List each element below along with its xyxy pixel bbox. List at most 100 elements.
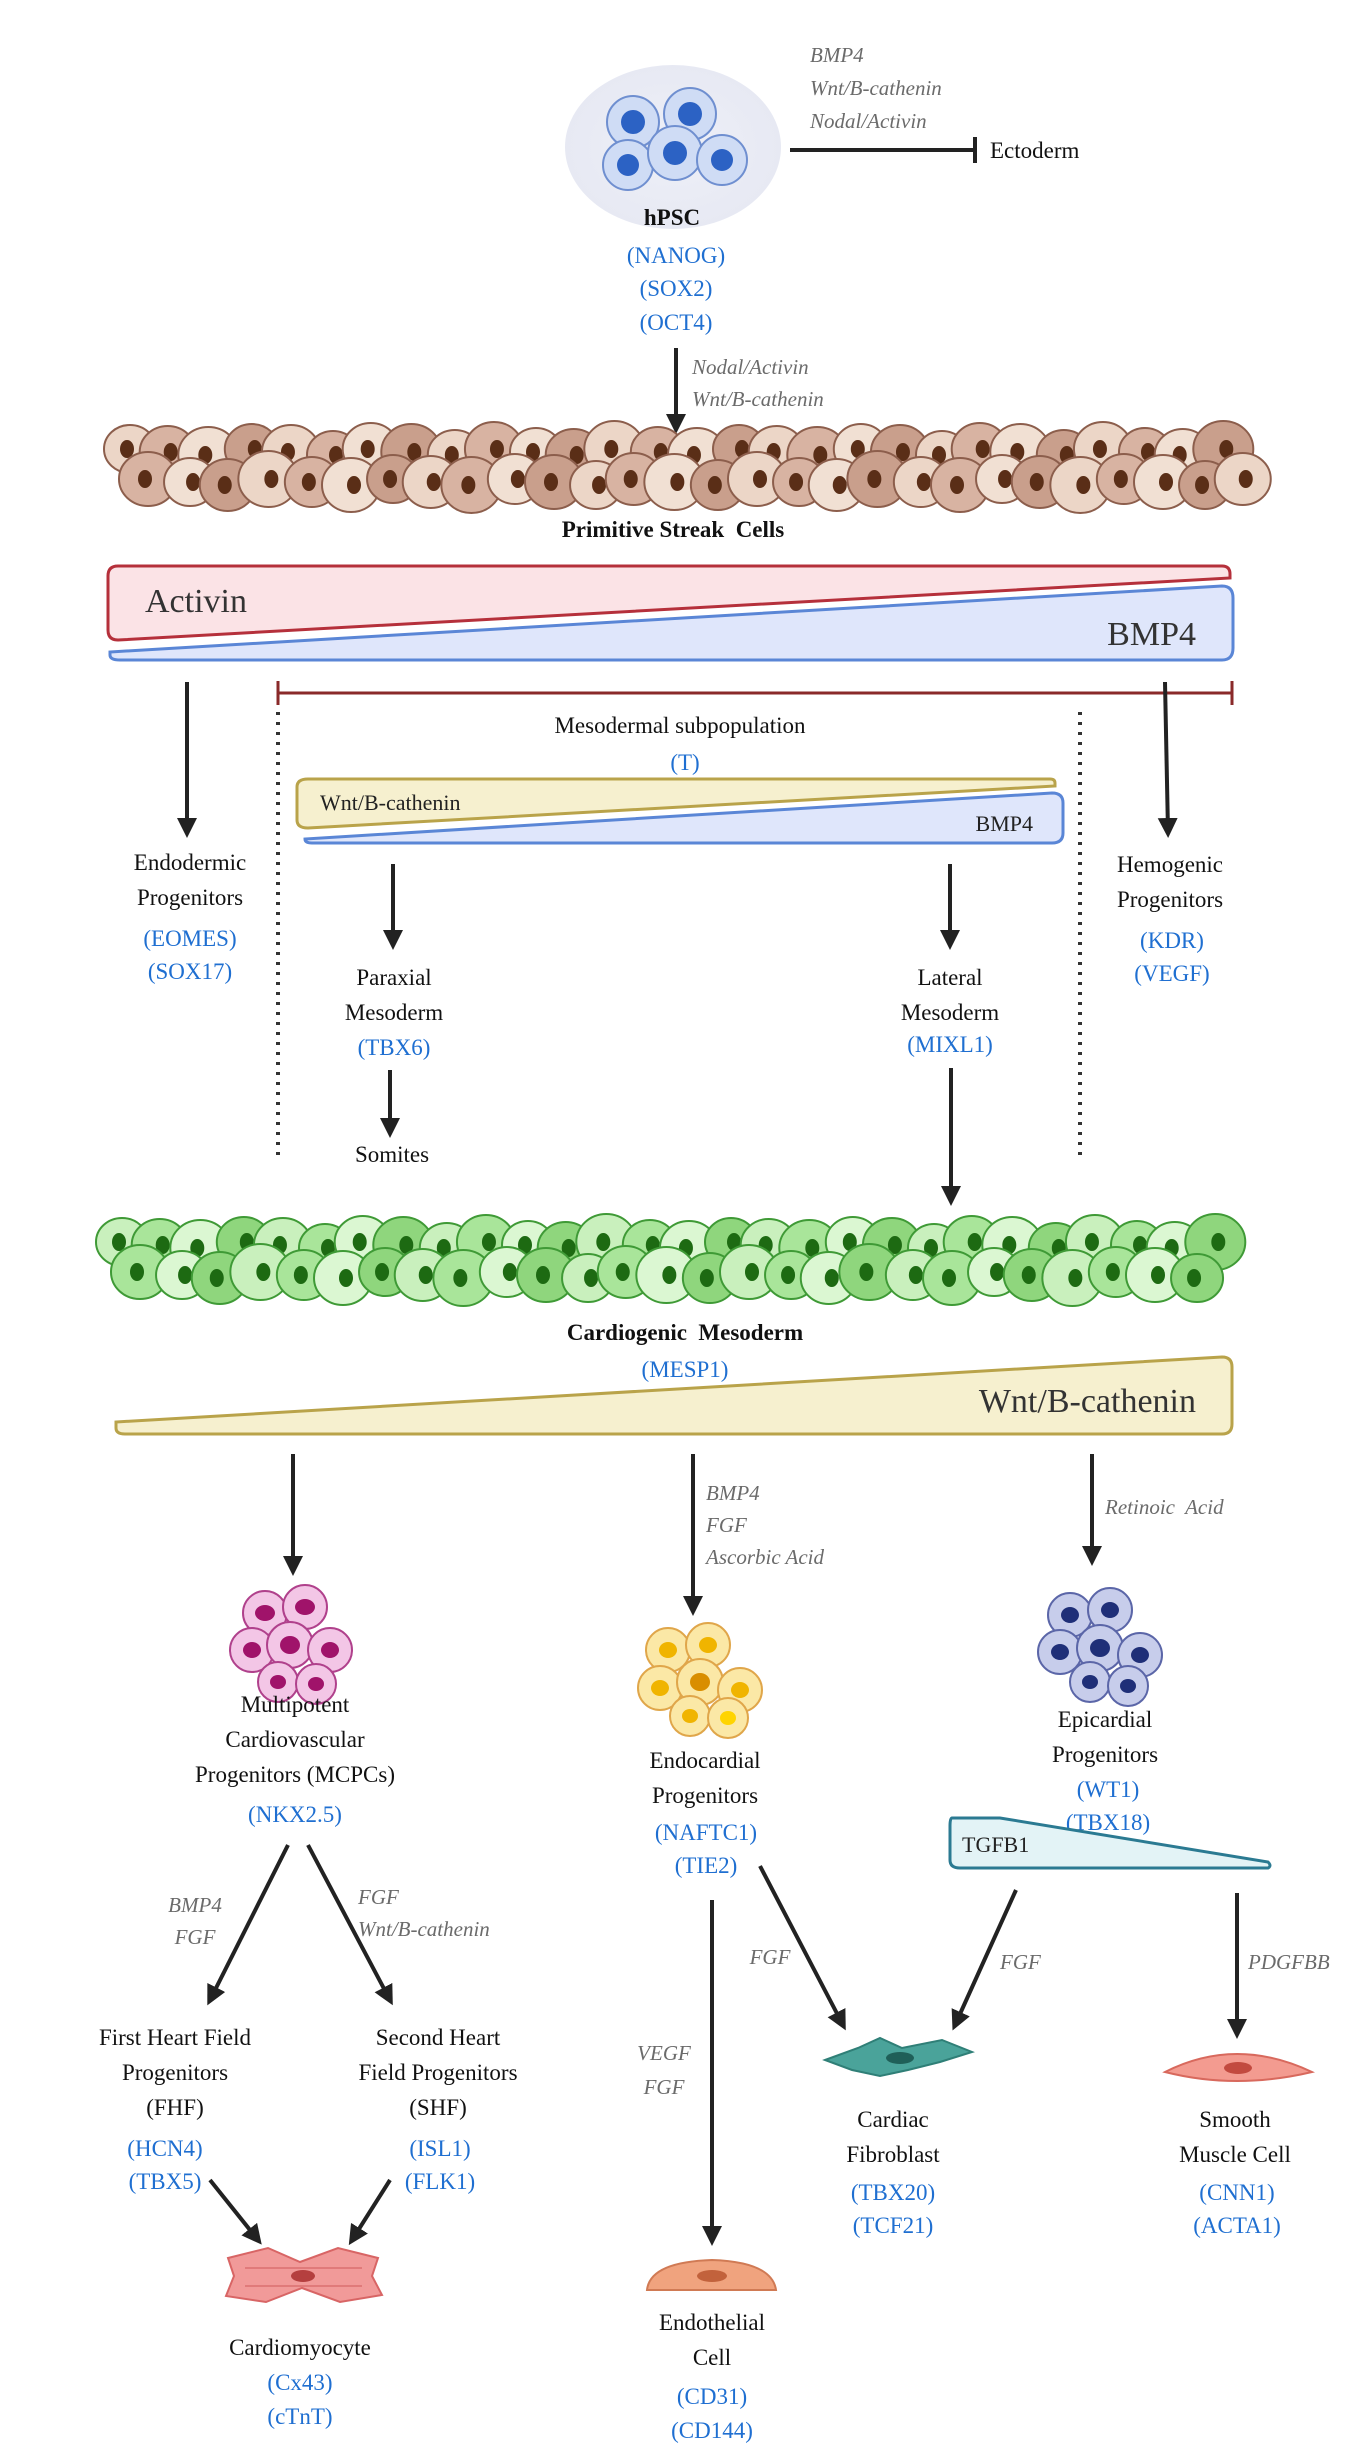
cardio-nucleus <box>339 1269 353 1287</box>
paraxial-label-line2: Mesoderm <box>345 1000 443 1025</box>
cardio-nucleus <box>518 1236 532 1254</box>
lateral-label-line2: Mesoderm <box>901 1000 999 1025</box>
activin-label: Activin <box>145 583 247 620</box>
streak-nucleus <box>832 476 847 494</box>
smooth-muscle-cell <box>1162 2053 1316 2082</box>
cardio-nucleus <box>699 1269 714 1287</box>
shf-signal-wnt: Wnt/B-cathenin <box>358 1917 490 1941</box>
streak-nucleus <box>604 440 619 458</box>
endocardial-gene-naftc1: (NAFTC1) <box>655 1820 757 1845</box>
wnt-small-label: Wnt/B-cathenin <box>320 790 461 815</box>
streak-nucleus <box>1219 440 1234 458</box>
tgfb1-label: TGFB1 <box>962 1832 1029 1857</box>
streak-nucleus <box>461 476 476 494</box>
fibroblast-label-line1: Cardiac <box>857 2107 929 2132</box>
streak-nucleus <box>1113 470 1128 488</box>
epicardial-cell-cluster <box>1037 1587 1163 1707</box>
fibroblast-label-line2: Fibroblast <box>846 2142 940 2167</box>
endocardial-gene-tie2: (TIE2) <box>675 1853 738 1878</box>
streak-nucleus <box>895 443 910 461</box>
cardio-nucleus <box>584 1269 599 1287</box>
mcpc-cell-cluster <box>229 1584 353 1705</box>
streak-nucleus <box>707 476 722 494</box>
fibroblast-signal-right: FGF <box>999 1950 1041 1974</box>
streak-nucleus <box>186 473 201 491</box>
streak-nucleus <box>526 443 540 461</box>
cardio-nucleus <box>502 1263 517 1281</box>
smooth-muscle-label-line2: Muscle Cell <box>1179 2142 1291 2167</box>
endothelial-label-line1: Endothelial <box>659 2310 765 2335</box>
shf-signal-fgf: FGF <box>357 1885 399 1909</box>
cardio-nucleus <box>745 1263 759 1281</box>
shf-label-line2: Field Progenitors <box>358 2060 517 2085</box>
cardio-nucleus <box>924 1239 938 1257</box>
wnt-small-gradient <box>295 777 1057 830</box>
streak-nucleus <box>623 470 638 488</box>
endocardial-label-line1: Endocardial <box>649 1748 760 1773</box>
mcpc-label-line2: Cardiovascular <box>225 1727 365 1752</box>
to-fhf-arrow <box>207 1844 290 2006</box>
cardio-nucleus <box>481 1233 496 1251</box>
inhibit-signal-nodal: Nodal/Activin <box>809 109 927 133</box>
inhibit-signal-wnt: Wnt/B-cathenin <box>810 76 942 100</box>
endodermic-gene-sox17: (SOX17) <box>148 959 232 984</box>
hemogenic-gene-kdr: (KDR) <box>1140 928 1204 953</box>
cardio-nucleus <box>418 1266 433 1284</box>
cardiac-fibroblast-cell <box>822 2036 975 2078</box>
streak-nucleus <box>789 473 804 491</box>
cardiogenic-label: Cardiogenic Mesoderm <box>567 1320 803 1345</box>
cardio-nucleus <box>130 1263 144 1281</box>
fhf-gene-hcn4: (HCN4) <box>127 2136 202 2161</box>
cardio-nucleus <box>155 1236 170 1254</box>
smooth-muscle-gene-cnn1: (CNN1) <box>1199 2180 1274 2205</box>
mcpc-label-line3: Progenitors (MCPCs) <box>195 1762 395 1787</box>
hpsc-cell-cluster <box>565 65 781 229</box>
hpsc-gene-sox2: (SOX2) <box>640 276 713 301</box>
lateral-label-line1: Lateral <box>917 965 982 990</box>
fhf-to-cardiomyocyte-arrow <box>208 2178 262 2245</box>
endocardial-cell-cluster <box>637 1622 763 1739</box>
endothelial-label-line2: Cell <box>693 2345 731 2370</box>
endocardial-signal-fgf: FGF <box>705 1513 747 1537</box>
hpsc-gene-nanog: (NANOG) <box>627 243 725 268</box>
endothelial-gene-cd144: (CD144) <box>671 2418 753 2443</box>
streak-nucleus <box>975 440 990 458</box>
cardiomyocyte-gene-ctnt: (cTnT) <box>267 2404 332 2429</box>
streak-nucleus <box>1029 473 1044 491</box>
streak-nucleus <box>916 473 931 491</box>
cardio-nucleus <box>1151 1266 1165 1284</box>
cardio-nucleus <box>112 1233 126 1251</box>
cardiomyocyte-label: Cardiomyocyte <box>229 2335 371 2360</box>
streak-nucleus <box>1195 476 1210 494</box>
cardio-nucleus <box>615 1263 630 1281</box>
cardio-nucleus <box>178 1266 193 1284</box>
tgfb1-gradient <box>948 1816 1272 1870</box>
somites-label: Somites <box>355 1142 429 1167</box>
endodermic-label-line2: Progenitors <box>137 885 243 910</box>
bmp4-small-gradient <box>303 791 1065 845</box>
hpsc-gene-oct4: (OCT4) <box>640 310 713 335</box>
cardio-nucleus <box>887 1236 902 1254</box>
ectoderm-inhibition-arrow <box>790 137 977 163</box>
streak-nucleus <box>264 470 279 488</box>
shf-to-cardiomyocyte-arrow <box>348 2178 392 2246</box>
endothelial-cell <box>645 2258 778 2291</box>
to-hemogenic-arrow <box>1157 681 1178 838</box>
fibroblast-gene-tbx20: (TBX20) <box>851 2180 935 2205</box>
shf-label-line1: Second Heart <box>376 2025 501 2050</box>
cardio-nucleus <box>781 1266 796 1284</box>
cardiogenic-gene-mesp1: (MESP1) <box>642 1357 729 1382</box>
cardio-nucleus <box>536 1266 550 1284</box>
epicardial-signal-retinoic: Retinoic Acid <box>1104 1495 1224 1519</box>
hpsc-label: hPSC <box>644 205 700 230</box>
cardio-nucleus <box>399 1236 414 1254</box>
cardio-nucleus <box>1105 1263 1120 1281</box>
cardio-nucleus <box>596 1233 611 1251</box>
streak-nucleus <box>569 446 584 464</box>
streak-nucleus <box>510 470 525 488</box>
epicardial-gene-wt1: (WT1) <box>1077 1777 1140 1802</box>
endothelial-gene-cd31: (CD31) <box>677 2384 747 2409</box>
streak-nucleus <box>138 470 152 488</box>
cardio-nucleus <box>662 1266 677 1284</box>
